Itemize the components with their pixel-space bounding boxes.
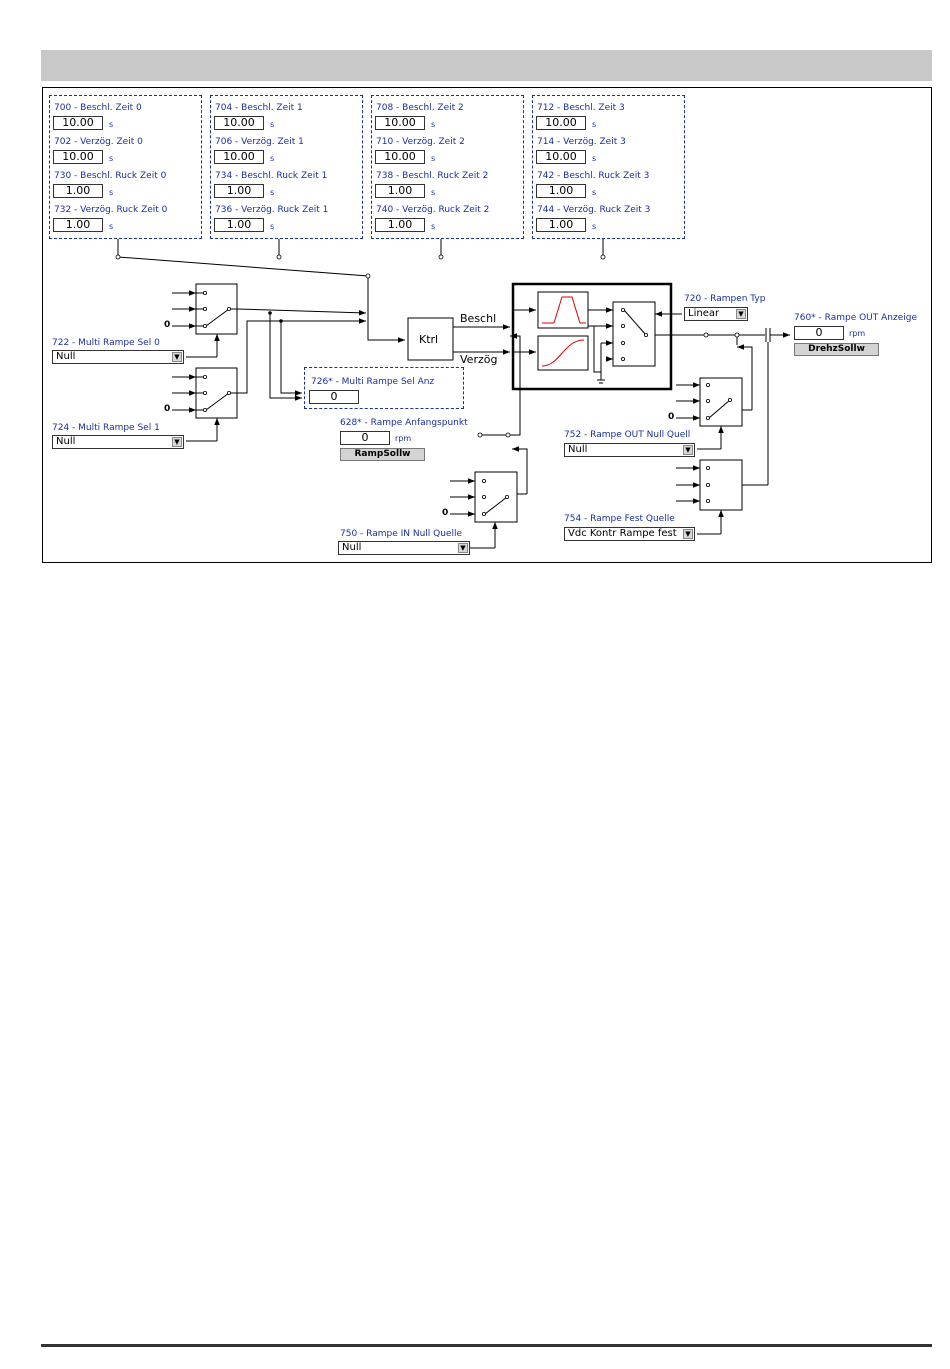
param-unit: s	[592, 188, 597, 197]
in-null-dropdown[interactable]: Null ▼	[338, 541, 470, 555]
in-null-value: Null	[342, 542, 362, 553]
multi-sel-1-value: Null	[56, 436, 76, 447]
out-anzeige-label: 760* - Rampe OUT Anzeige	[794, 313, 917, 323]
anfangspunkt-value[interactable]: 0	[340, 431, 390, 445]
verzoeg-label: Verzög	[460, 353, 498, 366]
typ-label: 720 - Rampen Typ	[684, 294, 766, 304]
param-unit: s	[592, 120, 597, 129]
ramp-param-group	[49, 95, 202, 239]
out-null-dropdown[interactable]: Null ▼	[564, 443, 695, 457]
param-value-field[interactable]: 10.00	[375, 150, 425, 164]
footer-rule	[41, 1344, 932, 1347]
param-value-field[interactable]: 1.00	[53, 218, 103, 232]
param-unit: s	[270, 120, 275, 129]
multi-sel-0-value: Null	[56, 351, 76, 362]
param-unit: s	[431, 120, 436, 129]
ramp-param-group	[371, 95, 524, 239]
param-label: 742 - Beschl. Ruck Zeit 3	[537, 171, 650, 181]
param-value-field[interactable]: 1.00	[214, 218, 264, 232]
param-value-field[interactable]: 10.00	[53, 116, 103, 130]
param-unit: s	[270, 188, 275, 197]
ramp-param-group	[210, 95, 363, 239]
param-label: 704 - Beschl. Zeit 1	[215, 103, 303, 113]
param-unit: s	[431, 154, 436, 163]
chevron-down-icon: ▼	[683, 529, 693, 539]
param-label: 744 - Verzög. Ruck Zeit 3	[537, 205, 651, 215]
param-label: 730 - Beschl. Ruck Zeit 0	[54, 171, 167, 181]
fest-value: Vdc Kontr Rampe fest	[568, 528, 677, 539]
chevron-down-icon: ▼	[172, 437, 182, 447]
fest-label: 754 - Rampe Fest Quelle	[564, 514, 675, 524]
param-value-field[interactable]: 1.00	[53, 184, 103, 198]
param-unit: s	[109, 222, 114, 231]
multi-sel-1-dropdown[interactable]: Null ▼	[52, 435, 184, 449]
param-label: 710 - Verzög. Zeit 2	[376, 137, 465, 147]
param-label: 702 - Verzög. Zeit 0	[54, 137, 143, 147]
in-null-label: 750 - Rampe IN Null Quelle	[340, 529, 463, 539]
zero-input-label: 0	[668, 412, 675, 422]
multi-sel-0-label: 722 - Multi Rampe Sel 0	[52, 338, 160, 348]
chevron-down-icon: ▼	[736, 309, 746, 319]
param-value-field[interactable]: 10.00	[375, 116, 425, 130]
typ-value: Linear	[688, 308, 720, 319]
param-unit: s	[109, 188, 114, 197]
param-unit: s	[270, 154, 275, 163]
param-unit: s	[109, 120, 114, 129]
rampsollw-button[interactable]: RampSollw	[340, 448, 425, 461]
param-value-field[interactable]: 1.00	[536, 218, 586, 232]
out-anzeige-value: 0	[794, 326, 844, 340]
param-label: 712 - Beschl. Zeit 3	[537, 103, 625, 113]
param-unit: s	[270, 222, 275, 231]
param-label: 700 - Beschl. Zeit 0	[54, 103, 142, 113]
param-unit: s	[431, 188, 436, 197]
param-value-field[interactable]: 10.00	[53, 150, 103, 164]
param-value-field[interactable]: 10.00	[536, 116, 586, 130]
out-null-value: Null	[568, 444, 588, 455]
drehzsollw-button[interactable]: DrehzSollw	[794, 343, 879, 356]
out-anzeige-unit: rpm	[849, 329, 866, 338]
param-value-field[interactable]: 1.00	[214, 184, 264, 198]
param-value-field[interactable]: 10.00	[214, 116, 264, 130]
param-label: 734 - Beschl. Ruck Zeit 1	[215, 171, 328, 181]
param-unit: s	[109, 154, 114, 163]
param-label: 714 - Verzög. Zeit 3	[537, 137, 626, 147]
param-label: 732 - Verzög. Ruck Zeit 0	[54, 205, 168, 215]
param-unit: s	[431, 222, 436, 231]
multi-sel-1-label: 724 - Multi Rampe Sel 1	[52, 423, 160, 433]
fest-dropdown[interactable]: Vdc Kontr Rampe fest ▼	[564, 527, 695, 541]
multi-sel-0-dropdown[interactable]: Null ▼	[52, 350, 184, 364]
zero-input-label: 0	[164, 404, 171, 414]
param-value-field[interactable]: 1.00	[375, 184, 425, 198]
param-unit: s	[592, 154, 597, 163]
param-unit: s	[592, 222, 597, 231]
multi-sel-anz-label: 726* - Multi Rampe Sel Anz	[311, 377, 435, 387]
chevron-down-icon: ▼	[683, 445, 693, 455]
chevron-down-icon: ▼	[458, 543, 468, 553]
header-band	[41, 50, 932, 81]
param-label: 708 - Beschl. Zeit 2	[376, 103, 464, 113]
param-value-field[interactable]: 1.00	[536, 184, 586, 198]
diagram-frame	[42, 87, 932, 563]
multi-sel-anz-group	[304, 367, 464, 409]
param-value-field[interactable]: 1.00	[375, 218, 425, 232]
out-null-label: 752 - Rampe OUT Null Quell	[564, 430, 691, 440]
anfangspunkt-label: 628* - Rampe Anfangspunkt	[340, 418, 468, 428]
param-value-field[interactable]: 10.00	[536, 150, 586, 164]
ramp-param-group	[532, 95, 685, 239]
param-label: 736 - Verzög. Ruck Zeit 1	[215, 205, 329, 215]
param-label: 740 - Verzög. Ruck Zeit 2	[376, 205, 490, 215]
anfangspunkt-unit: rpm	[395, 434, 412, 443]
typ-dropdown[interactable]: Linear ▼	[684, 307, 748, 321]
zero-input-label: 0	[164, 320, 171, 330]
multi-sel-anz-value: 0	[309, 390, 359, 404]
ktrl-block-label: Ktrl	[419, 333, 439, 346]
param-label: 706 - Verzög. Zeit 1	[215, 137, 304, 147]
chevron-down-icon: ▼	[172, 352, 182, 362]
zero-input-label: 0	[442, 508, 449, 518]
param-label: 738 - Beschl. Ruck Zeit 2	[376, 171, 489, 181]
param-value-field[interactable]: 10.00	[214, 150, 264, 164]
beschl-label: Beschl	[460, 312, 497, 325]
